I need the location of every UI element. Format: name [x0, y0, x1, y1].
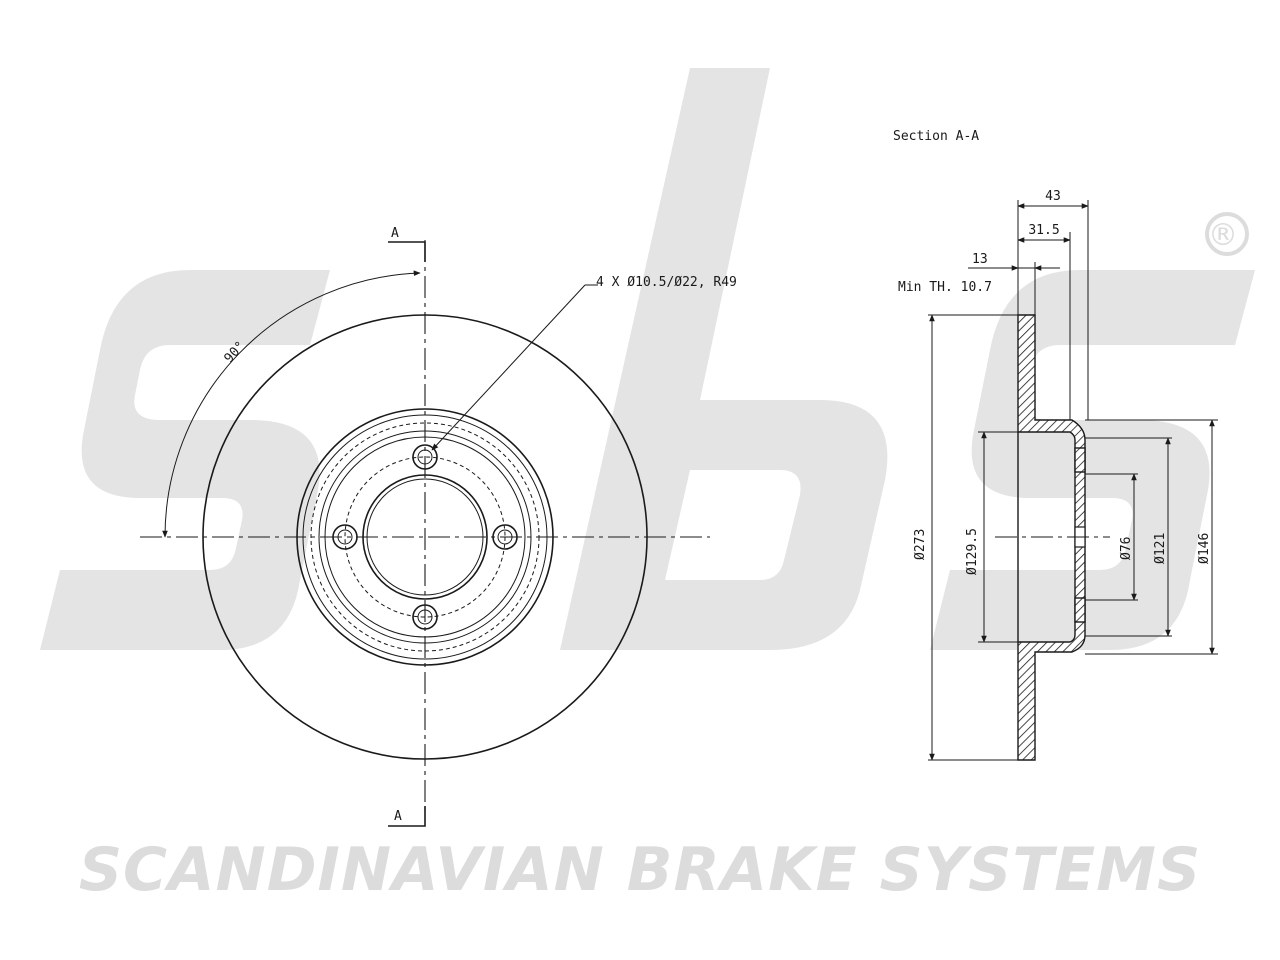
holes-note: 4 X Ø10.5/Ø22, R49	[596, 275, 737, 290]
hat-lip-bottom	[1074, 597, 1086, 623]
dim-hat-depth: 31.5	[1028, 223, 1059, 238]
dim-inner-diameter: Ø129.5	[965, 528, 980, 575]
registered-circle-icon	[1205, 212, 1249, 256]
dim-hat-inner: Ø121	[1153, 533, 1168, 564]
dim-thickness: 13	[972, 252, 988, 267]
section-view: Section A-A 43 31.5 13 Min TH. 10.7 Ø273	[893, 129, 1218, 761]
dim-outer-diameter: Ø273	[913, 529, 928, 560]
section-marker-top: A	[391, 226, 399, 241]
dim-hat-outer: Ø146	[1197, 533, 1212, 564]
dim-min-thickness: Min TH. 10.7	[898, 280, 992, 295]
sbs-watermark-logo	[40, 68, 1255, 650]
section-marker-bottom: A	[394, 809, 402, 824]
front-view: A A 90° 4 X Ø10.5/Ø22, R49	[140, 226, 737, 827]
dim-total-height: 43	[1045, 189, 1061, 204]
section-marker-top-line	[388, 241, 426, 262]
holes-leader-line	[431, 284, 586, 451]
brand-tagline: SCANDINAVIAN BRAKE SYSTEMS	[79, 835, 1201, 905]
hat-lip-top	[1074, 447, 1086, 473]
angle-arc	[162, 270, 421, 538]
dim-center-bore: Ø76	[1119, 537, 1134, 560]
section-title: Section A-A	[893, 129, 979, 144]
section-marker-bottom-line	[388, 806, 426, 827]
disc-section-profile	[1017, 314, 1086, 761]
